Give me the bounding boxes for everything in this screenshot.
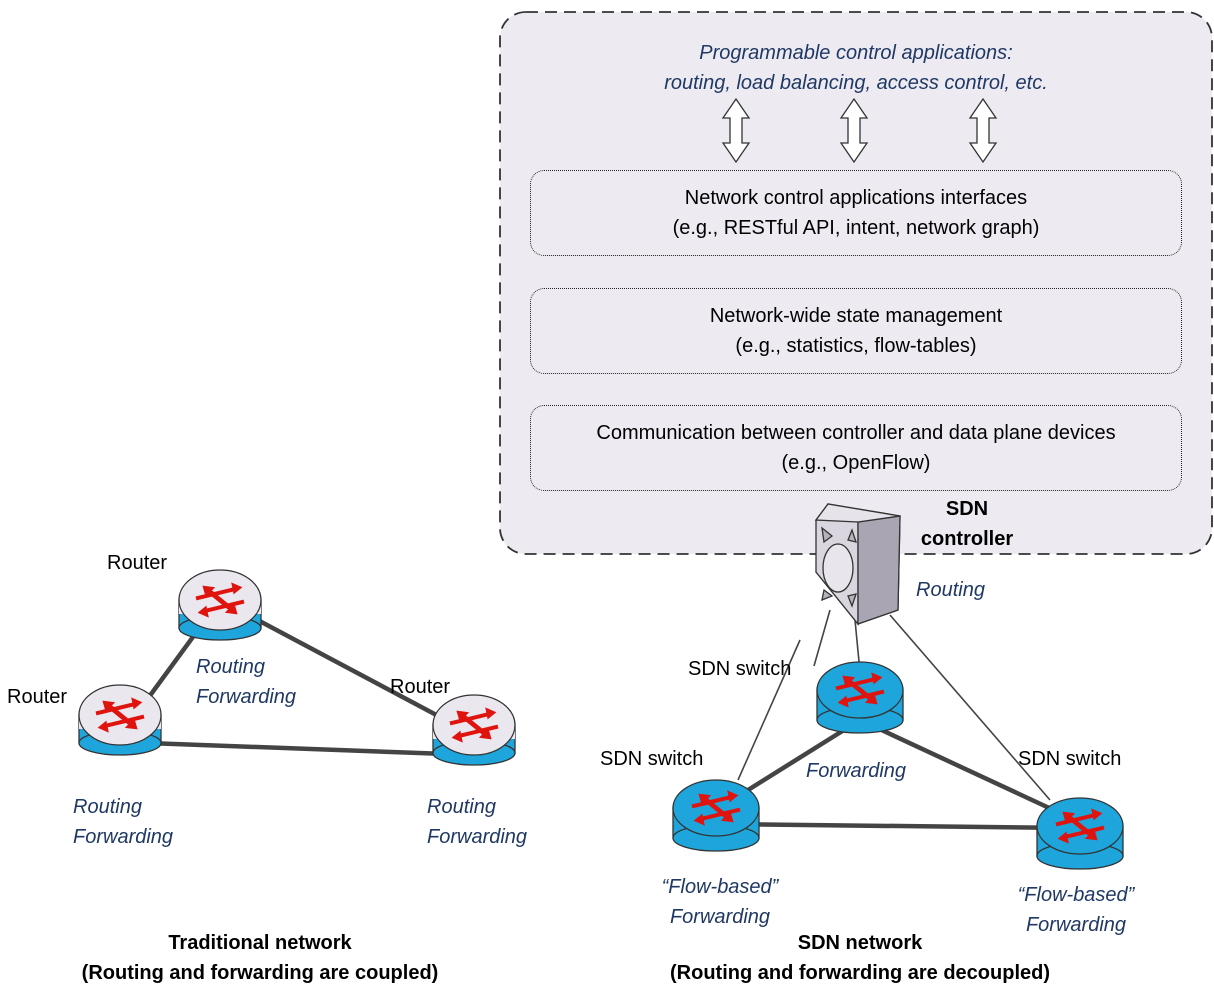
sdn-switch-icon: [672, 779, 760, 852]
layer-interfaces: Network control applications interfaces …: [530, 170, 1182, 256]
sdn-controller-icon: [814, 503, 901, 626]
double-arrow-icon: [721, 97, 751, 164]
layer-example: (e.g., RESTful API, intent, network grap…: [672, 217, 1040, 239]
flow-based-label: “Flow-based” Forwarding: [1006, 880, 1146, 940]
switch-forwarding-label: Forwarding: [806, 760, 907, 782]
sdn-switch-label: SDN switch: [600, 748, 704, 770]
traditional-caption: Traditional network (Routing and forward…: [60, 928, 460, 988]
double-arrow-icon: [968, 97, 998, 164]
forwarding-text: Forwarding: [669, 906, 771, 928]
control-apps-line2: routing, load balancing, access control,…: [664, 72, 1048, 94]
controller-routing-label: Routing: [916, 579, 985, 601]
routing-text: Routing: [73, 796, 142, 818]
traditional-caption-title: Traditional network: [168, 932, 352, 954]
routing-text: Routing: [427, 796, 496, 818]
router-label: Router: [7, 686, 68, 708]
layer-example: (e.g., OpenFlow): [781, 452, 931, 474]
layer-title: Communication between controller and dat…: [596, 422, 1116, 444]
controller-title-line1: SDN: [945, 498, 989, 520]
sdn-caption-title: SDN network: [797, 932, 923, 954]
sdn-switch-icon: [816, 661, 904, 734]
sdn-controller-title: SDN controller: [912, 494, 1022, 554]
sdn-switch-label: SDN switch: [688, 658, 792, 680]
flow-based-label: “Flow-based” Forwarding: [650, 872, 790, 932]
sdn-switch-icon: [1036, 797, 1124, 870]
sdn-caption: SDN network (Routing and forwarding are …: [630, 928, 1090, 988]
flow-based-text: “Flow-based”: [1017, 884, 1135, 906]
layer-example: (e.g., statistics, flow-tables): [735, 335, 977, 357]
sdn-caption-subtitle: (Routing and forwarding are decoupled): [670, 962, 1050, 984]
layer-title: Network control applications interfaces: [684, 187, 1028, 209]
router-function-label: Routing Forwarding: [427, 792, 527, 852]
router-label: Router: [107, 552, 168, 574]
control-apps-caption: Programmable control applications: routi…: [600, 38, 1112, 98]
router-icon: [78, 684, 162, 756]
sdn-switch-label: SDN switch: [1018, 748, 1122, 770]
control-apps-line1: Programmable control applications:: [699, 42, 1013, 64]
controller-title-line2: controller: [920, 528, 1014, 550]
router-function-label: Routing Forwarding: [73, 792, 173, 852]
router-label: Router: [390, 676, 451, 698]
forwarding-text: Forwarding: [196, 686, 297, 708]
traditional-caption-subtitle: (Routing and forwarding are coupled): [81, 962, 439, 984]
flow-based-text: “Flow-based”: [661, 876, 779, 898]
forwarding-text: Forwarding: [73, 826, 174, 848]
router-icon: [432, 694, 516, 766]
routing-text: Routing: [196, 656, 265, 678]
double-arrow-icon: [839, 97, 869, 164]
router-icon: [178, 569, 262, 641]
router-function-label: Routing Forwarding: [196, 652, 296, 712]
forwarding-text: Forwarding: [427, 826, 528, 848]
layer-title: Network-wide state management: [709, 305, 1003, 327]
forwarding-text: Forwarding: [1025, 914, 1127, 936]
layer-state-management: Network-wide state management (e.g., sta…: [530, 288, 1182, 374]
layer-communication: Communication between controller and dat…: [530, 405, 1182, 491]
